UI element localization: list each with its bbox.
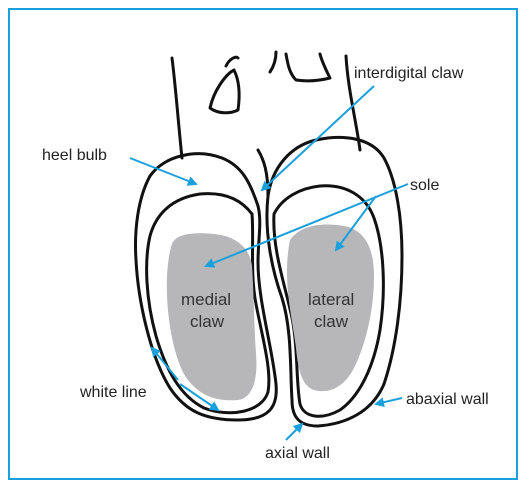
medial-claw: [136, 154, 277, 420]
arrow-abaxial-wall: [376, 398, 402, 404]
label-heel-bulb: heel bulb: [42, 147, 107, 164]
label-lateral: lateral: [308, 290, 354, 309]
arrow-axial-wall: [286, 424, 302, 440]
lateral-claw: [267, 137, 402, 426]
label-medial: medial: [181, 290, 231, 309]
label-interdigital-claw: interdigital claw: [354, 65, 464, 82]
label-axial-wall: axial wall: [265, 445, 330, 462]
label-abaxial-wall: abaxial wall: [406, 391, 489, 408]
label-medial-claw: claw: [190, 312, 225, 331]
label-white-line: white line: [79, 384, 147, 401]
arrow-white-line-up: [152, 348, 178, 380]
label-sole: sole: [410, 177, 439, 194]
leg-line-left: [172, 58, 182, 158]
dewclaw-right: [286, 54, 330, 81]
dewclaw-left-top: [226, 57, 238, 66]
label-lateral-claw: claw: [314, 312, 349, 331]
dewclaw-left: [210, 70, 239, 113]
leg-line-mid: [270, 52, 276, 72]
